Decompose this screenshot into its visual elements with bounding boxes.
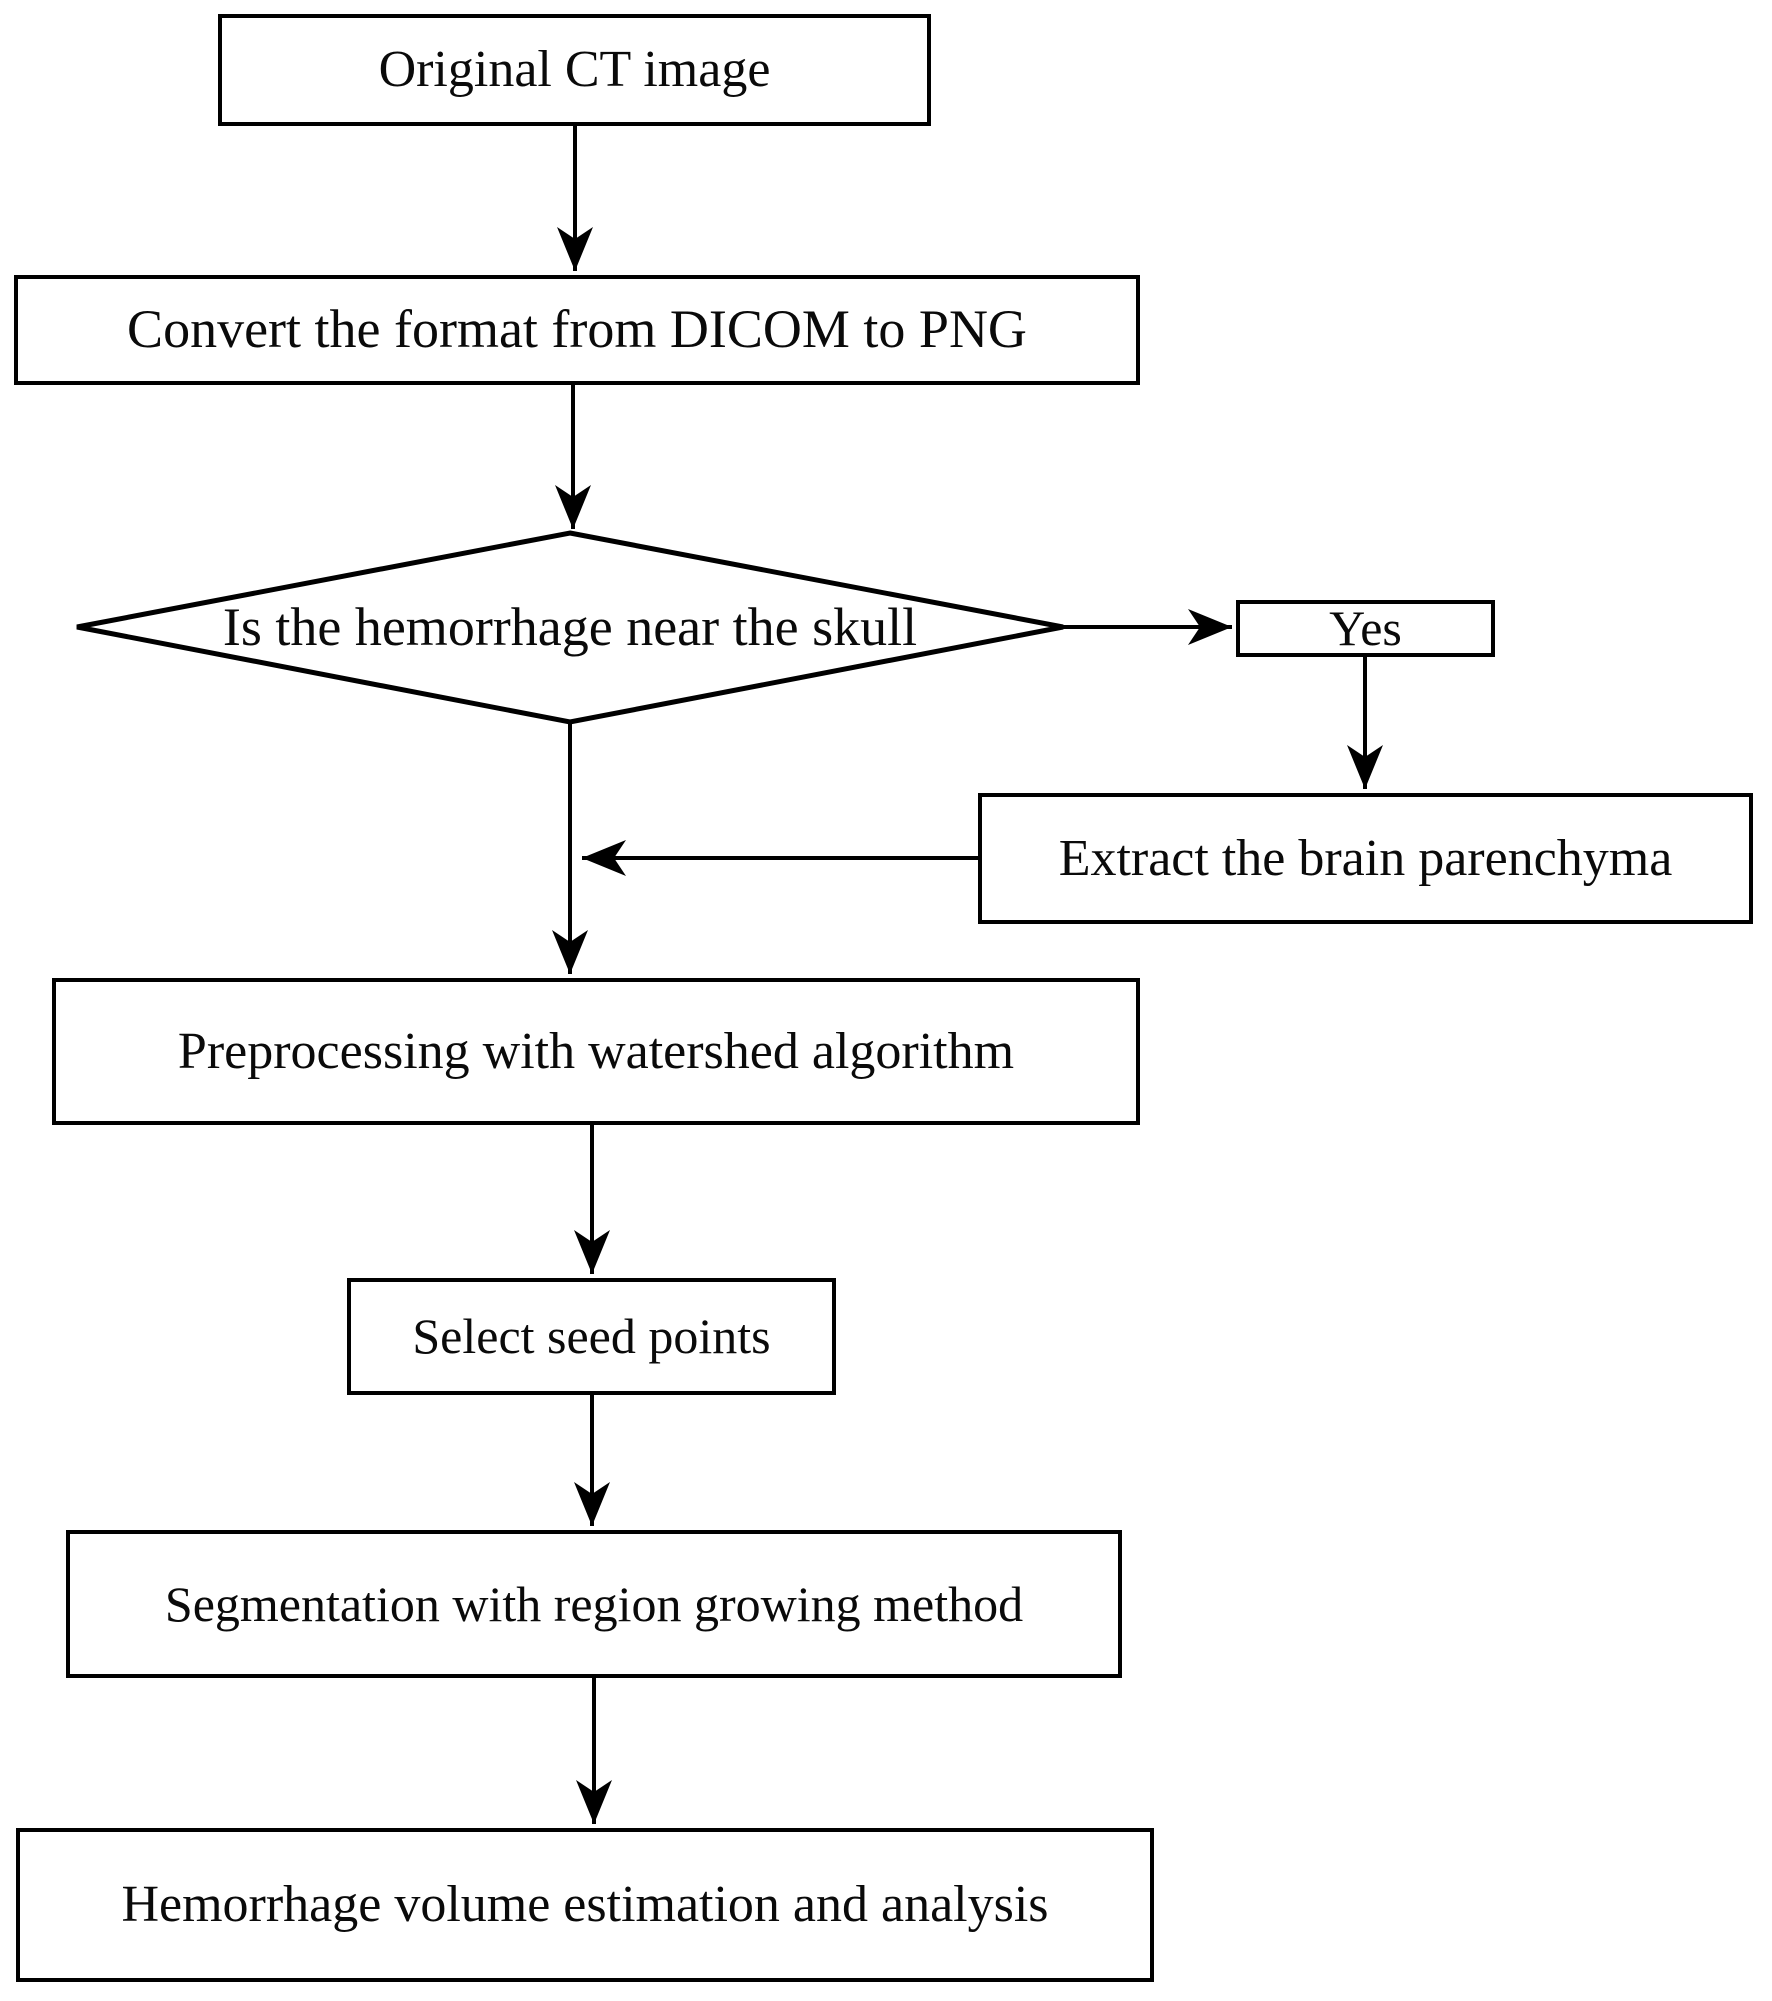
node-volume-label: Hemorrhage volume estimation and analysi… bbox=[121, 1876, 1049, 1934]
node-extract-label: Extract the brain parenchyma bbox=[1058, 829, 1673, 887]
node-seed-label: Select seed points bbox=[412, 1308, 771, 1364]
node-decision-hemorrhage-near-skull: Is the hemorrhage near the skull bbox=[90, 572, 1050, 682]
node-decision-label: Is the hemorrhage near the skull bbox=[222, 597, 918, 657]
node-original-ct-image: Original CT image bbox=[218, 14, 931, 126]
node-select-seed-points: Select seed points bbox=[347, 1278, 836, 1395]
node-extract-brain-parenchyma: Extract the brain parenchyma bbox=[978, 793, 1753, 924]
node-yes: Yes bbox=[1236, 600, 1495, 657]
node-yes-label: Yes bbox=[1329, 600, 1402, 656]
node-segment-label: Segmentation with region growing method bbox=[164, 1575, 1024, 1632]
node-convert-label: Convert the format from DICOM to PNG bbox=[127, 299, 1027, 360]
node-preprocess-label: Preprocessing with watershed algorithm bbox=[177, 1022, 1015, 1080]
node-preprocessing-watershed: Preprocessing with watershed algorithm bbox=[52, 978, 1140, 1125]
node-segmentation-region-growing: Segmentation with region growing method bbox=[66, 1530, 1122, 1678]
node-original-label: Original CT image bbox=[378, 41, 771, 99]
node-convert-format: Convert the format from DICOM to PNG bbox=[14, 275, 1140, 385]
node-hemorrhage-volume-estimation: Hemorrhage volume estimation and analysi… bbox=[16, 1828, 1154, 1982]
